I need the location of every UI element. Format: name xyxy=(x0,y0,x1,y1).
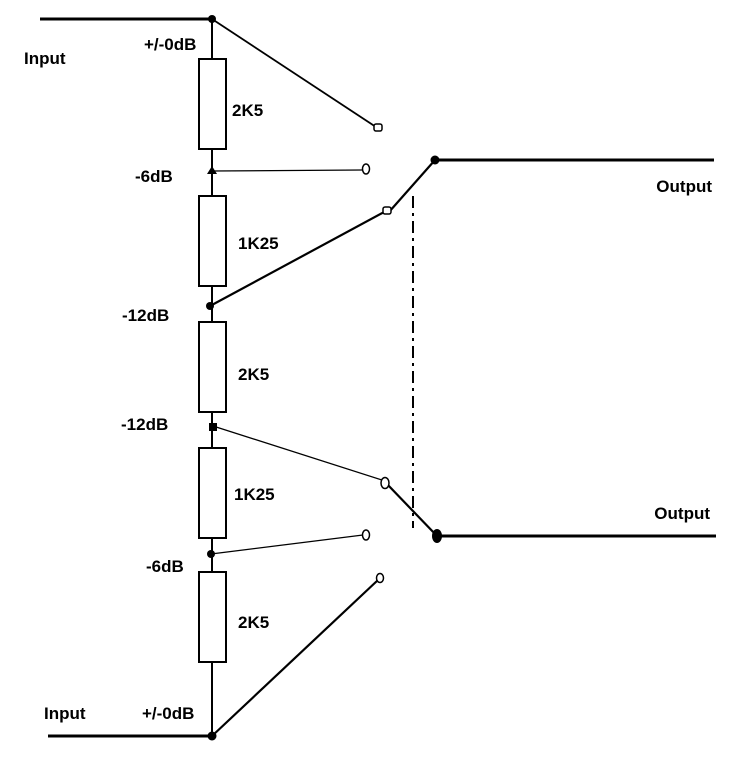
resistor-1-value: 2K5 xyxy=(232,101,263,120)
contact-bottom-12db xyxy=(380,476,390,490)
contact-top-6db xyxy=(361,163,371,175)
output-label-top: Output xyxy=(656,177,712,196)
junction-top-6db xyxy=(207,166,217,174)
tap-label-bottom-12db: -12dB xyxy=(121,415,168,434)
wiper-top xyxy=(388,159,436,213)
wiper-bottom xyxy=(386,483,438,537)
junction-bottom-input xyxy=(207,731,217,741)
junction-bottom-12db xyxy=(209,423,217,431)
tap-label-bottom-6db: -6dB xyxy=(146,557,184,576)
resistor-3 xyxy=(198,321,227,413)
resistor-4-value: 1K25 xyxy=(234,485,275,504)
junction-output-top xyxy=(430,155,440,165)
tap-label-top-12db: -12dB xyxy=(122,306,169,325)
resistor-4 xyxy=(198,447,227,539)
resistor-2-value: 1K25 xyxy=(238,234,279,253)
tap-wire-bottom-0db xyxy=(211,579,379,737)
junction-top-input xyxy=(208,15,216,23)
junction-output-bottom xyxy=(432,529,442,543)
output-label-bottom: Output xyxy=(654,504,710,523)
tap-wire-top-6db xyxy=(211,169,363,172)
junction-top-12db xyxy=(206,302,214,310)
resistor-1 xyxy=(198,58,227,150)
contact-bottom-6db xyxy=(361,529,371,541)
contact-top-12db xyxy=(382,206,392,215)
tap-wire-bottom-6db xyxy=(210,534,364,555)
tap-wire-top-0db xyxy=(211,18,377,128)
resistor-2 xyxy=(198,195,227,287)
tap-label-top-6db: -6dB xyxy=(135,167,173,186)
resistor-5 xyxy=(198,571,227,663)
resistor-5-value: 2K5 xyxy=(238,613,269,632)
contact-bottom-0db xyxy=(375,572,385,584)
input-label-bottom: Input xyxy=(44,704,86,723)
tap-wire-bottom-12db xyxy=(212,425,383,481)
input-label-top: Input xyxy=(24,49,66,68)
tap-label-bottom-0db: +/-0dB xyxy=(142,704,194,723)
tap-wire-top-12db xyxy=(209,210,387,307)
resistor-3-value: 2K5 xyxy=(238,365,269,384)
contact-top-0db xyxy=(373,123,383,132)
junction-bottom-6db xyxy=(207,550,215,558)
tap-label-top-0db: +/-0dB xyxy=(144,35,196,54)
